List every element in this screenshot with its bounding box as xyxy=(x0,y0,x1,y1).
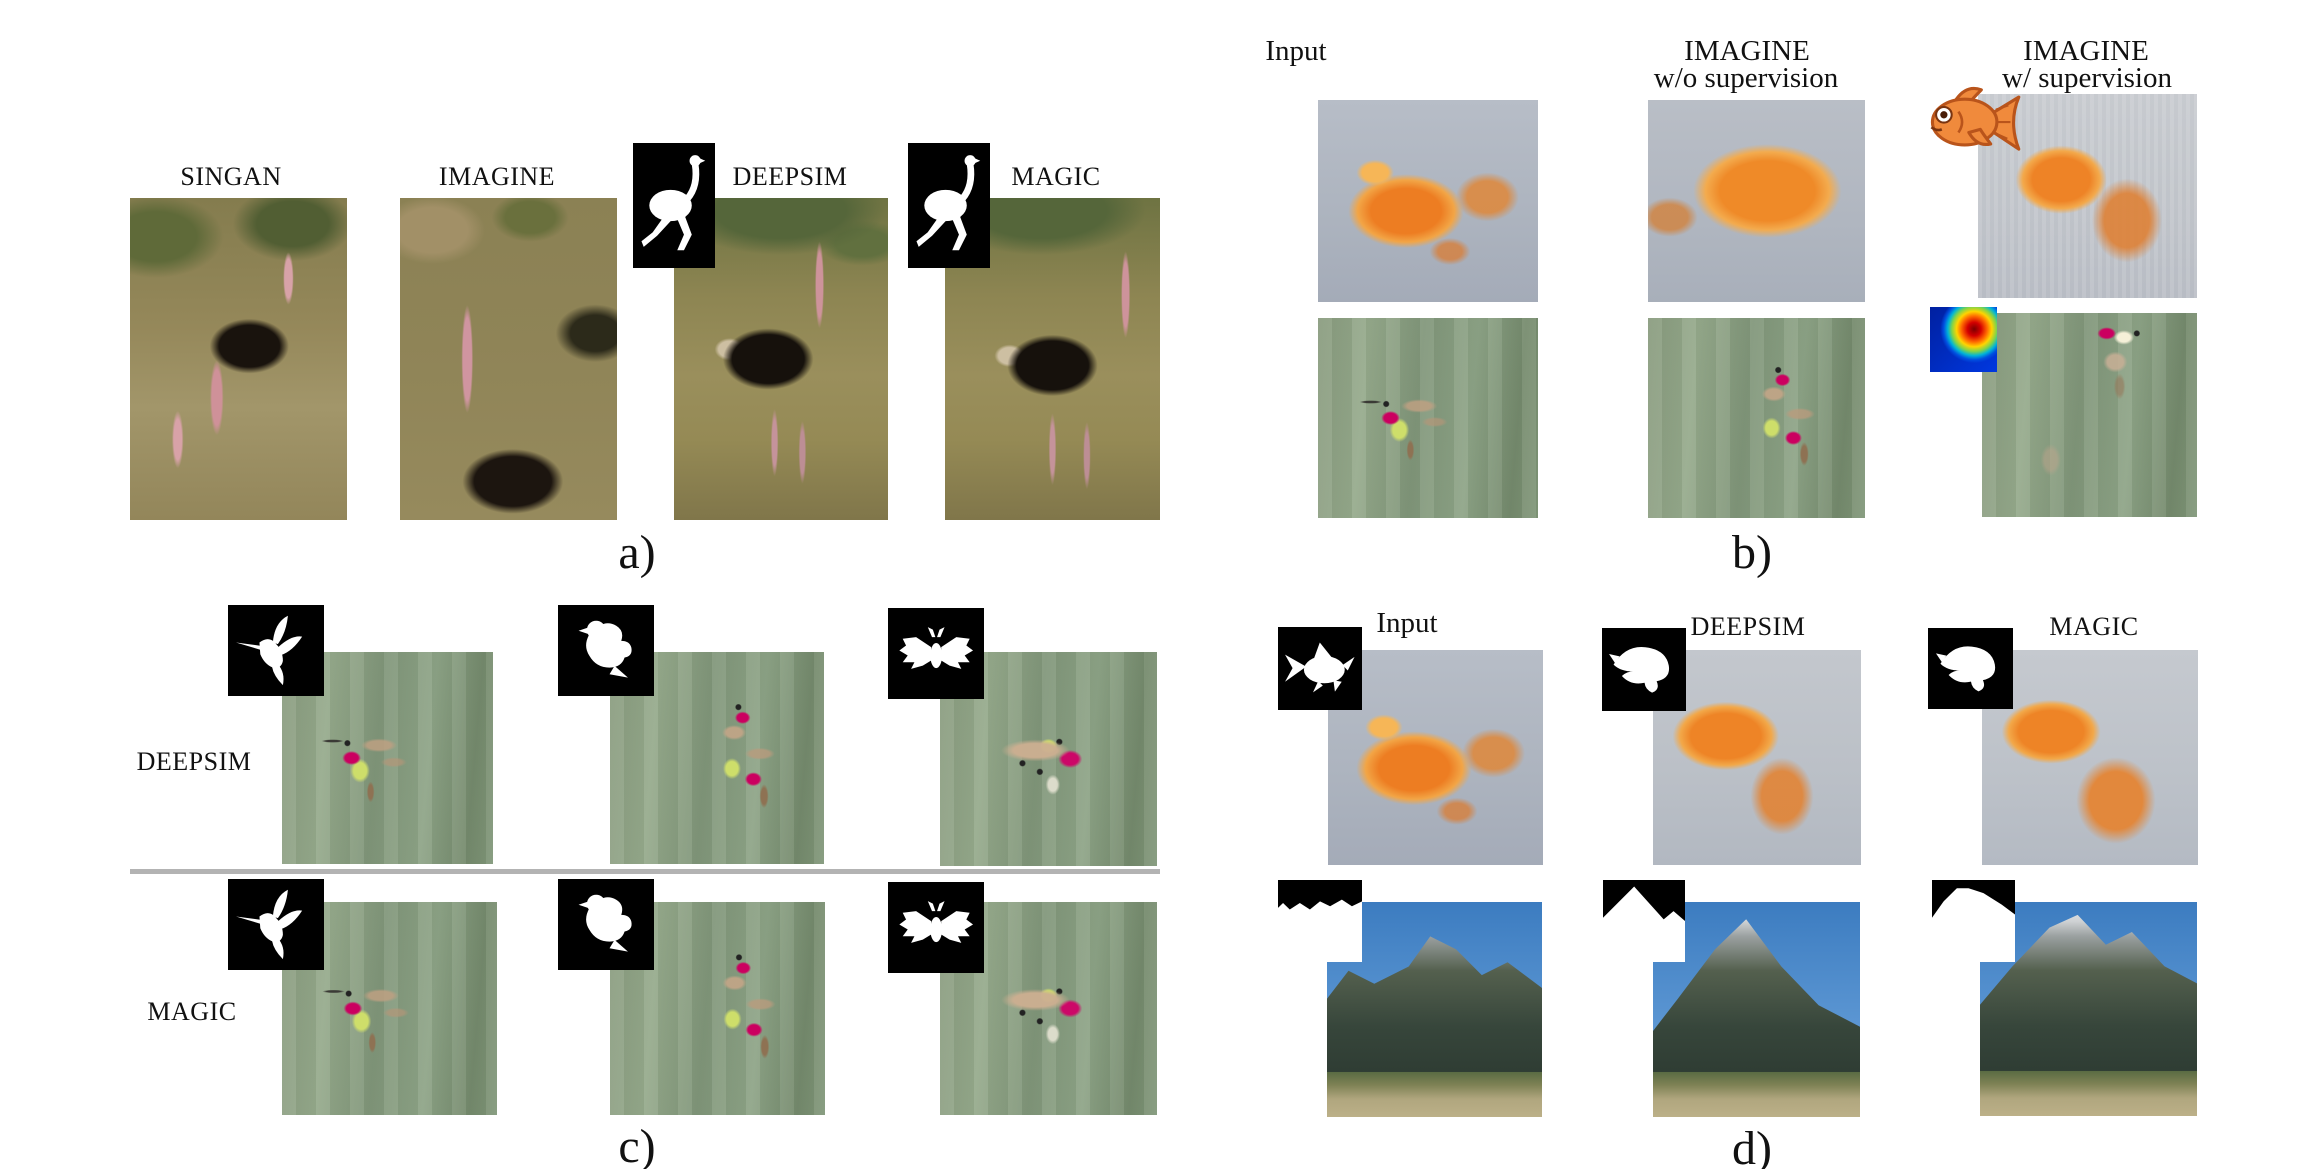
hummingbird-deepsim-result xyxy=(940,652,1157,866)
column-header-imagine-w-line2: w/ supervision xyxy=(2002,62,2172,94)
method-label-imagine: IMAGINE xyxy=(438,162,556,191)
mountain-mask-thumbnail xyxy=(1278,880,1362,962)
ostrich-icon xyxy=(637,148,711,263)
mountain-input-photo xyxy=(1327,902,1542,1117)
goldfish-icon xyxy=(1282,630,1358,706)
mountain-ridge-icon xyxy=(1932,880,2015,918)
column-header-input: Input xyxy=(1265,35,1327,67)
caption-b: b) xyxy=(1732,526,1772,579)
mountain-mask-thumbnail xyxy=(1603,880,1685,962)
curved-fish-icon xyxy=(1606,631,1682,707)
ostrich-result-singan xyxy=(130,198,347,520)
column-header-deepsim: DEEPSIM xyxy=(1690,612,1806,641)
method-label-magic: MAGIC xyxy=(1011,162,1101,191)
mountain-magic-result xyxy=(1980,902,2197,1116)
ostrich-mask-thumbnail xyxy=(633,143,715,268)
method-label-singan: SINGAN xyxy=(180,162,282,191)
curved-fish-mask-thumbnail xyxy=(1602,628,1686,711)
dove-mask-thumbnail xyxy=(558,605,654,696)
dove-icon xyxy=(563,609,649,693)
column-header-imagine-w-line1: IMAGINE xyxy=(2023,35,2149,67)
column-header-input: Input xyxy=(1376,607,1438,639)
curved-fish-icon xyxy=(1932,631,2009,706)
goldfish-imagine-wo-photo xyxy=(1648,100,1865,302)
hummingbird-mask-thumbnail xyxy=(228,605,324,696)
hummingbird-mask-thumbnail xyxy=(228,879,324,970)
row-divider xyxy=(130,869,1160,874)
gaussian-heatmap-icon xyxy=(1930,307,1997,372)
mountain-deepsim-result xyxy=(1653,902,1860,1117)
ostrich-icon xyxy=(912,148,986,263)
moth-mask-thumbnail xyxy=(888,882,984,973)
caption-c: c) xyxy=(618,1120,656,1169)
dove-mask-thumbnail xyxy=(558,879,654,970)
goldfish-magic-result xyxy=(1982,650,2198,865)
hummingbird-icon xyxy=(233,883,319,967)
mountain-ridge-icon xyxy=(1603,880,1685,921)
mountain-ridge-icon xyxy=(1278,880,1362,910)
goldfish-deepsim-result xyxy=(1653,650,1861,865)
cartoon-goldfish-icon xyxy=(1930,86,2021,151)
moth-icon xyxy=(893,612,979,696)
ostrich-mask-thumbnail xyxy=(908,143,990,268)
ostrich-result-imagine xyxy=(400,198,617,520)
moth-icon xyxy=(893,886,979,970)
row-label-magic: MAGIC xyxy=(147,997,237,1026)
hummingbird-imagine-wo-photo xyxy=(1648,318,1865,518)
method-label-deepsim: DEEPSIM xyxy=(732,162,848,191)
moth-mask-thumbnail xyxy=(888,608,984,699)
column-header-imagine-wo-line1: IMAGINE xyxy=(1684,35,1810,67)
dove-icon xyxy=(563,883,649,967)
goldfish-input-photo xyxy=(1328,650,1543,865)
hummingbird-input-photo xyxy=(1318,318,1538,518)
caption-a: a) xyxy=(618,526,656,579)
goldfish-input-photo xyxy=(1318,100,1538,302)
mountain-mask-thumbnail xyxy=(1932,880,2015,962)
goldfish-mask-thumbnail xyxy=(1278,627,1362,710)
caption-d: d) xyxy=(1732,1122,1772,1169)
hummingbird-icon xyxy=(233,609,319,693)
column-header-magic: MAGIC xyxy=(2049,612,2139,641)
curved-fish-mask-thumbnail xyxy=(1928,628,2013,709)
hummingbird-imagine-w-photo xyxy=(1982,313,2197,517)
column-header-imagine-wo-line2: w/o supervision xyxy=(1653,62,1839,94)
row-label-deepsim: DEEPSIM xyxy=(136,747,252,776)
